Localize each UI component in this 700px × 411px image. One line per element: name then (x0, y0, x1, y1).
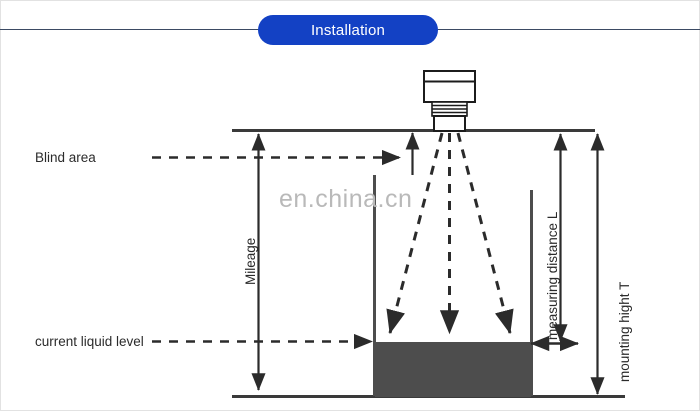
sensor-transducer-horn (433, 115, 466, 132)
measuring-distance-label: measuring distance L (545, 211, 560, 340)
beam-ray-right (456, 132, 514, 335)
beam-ray-left (386, 132, 444, 335)
installation-title-text: Installation (310, 21, 386, 39)
sensor-housing (423, 70, 476, 103)
liquid-body (375, 342, 531, 397)
mounting-height-label: mounting hight T (617, 281, 632, 382)
ultrasonic-beam-cone (386, 132, 514, 335)
mileage-label: Mileage (243, 237, 258, 285)
current-liquid-level-label: current liquid level (35, 334, 144, 349)
installation-title-pill: Installation (258, 15, 438, 45)
ultrasonic-level-sensor (423, 70, 476, 132)
blind-area-label: Blind area (35, 150, 96, 165)
